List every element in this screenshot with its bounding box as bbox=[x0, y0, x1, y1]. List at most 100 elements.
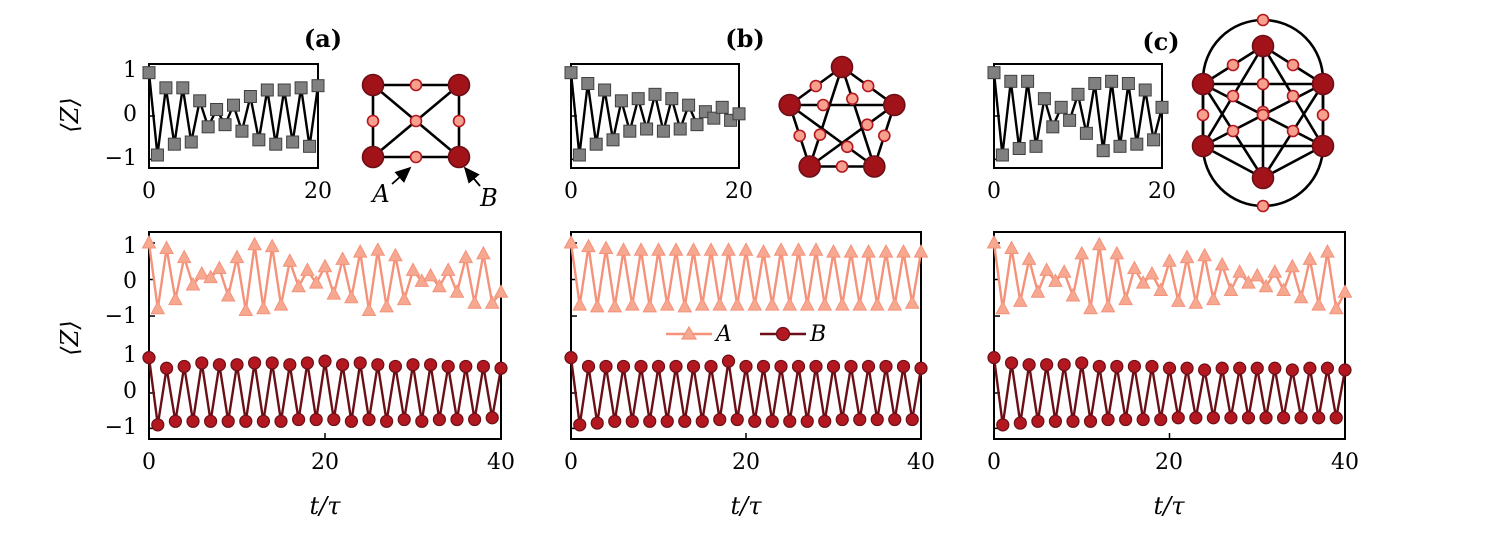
graph-oval bbox=[1191, 13, 1335, 213]
series-a-point-c-27 bbox=[1223, 282, 1239, 296]
inset-point-b-3 bbox=[589, 137, 603, 151]
series-a-point-b-2 bbox=[581, 238, 596, 253]
series-a-point-b-38 bbox=[896, 244, 911, 258]
series-a-point-b-3 bbox=[589, 298, 605, 313]
graph-a-big-node-0 bbox=[361, 73, 385, 97]
series-a-point-c-32 bbox=[1267, 264, 1283, 278]
series-b-point-a-36 bbox=[459, 359, 473, 374]
series-a-point-c-6 bbox=[1039, 262, 1054, 276]
series-a-point-a-35 bbox=[449, 284, 465, 298]
series-b-point-c-30 bbox=[1250, 361, 1264, 375]
legend-label-b: B bbox=[809, 322, 826, 347]
series-a-point-c-9 bbox=[1065, 287, 1081, 302]
series-b-point-b-33 bbox=[853, 412, 867, 427]
inset-point-b-8 bbox=[631, 92, 645, 106]
inset-point-a-8 bbox=[210, 103, 224, 116]
series-b-point-c-31 bbox=[1259, 411, 1273, 425]
series-a-point-b-36 bbox=[878, 244, 894, 258]
series-a-point-a-37 bbox=[467, 295, 482, 309]
series-b-point-a-16 bbox=[283, 358, 297, 372]
series-b-point-a-12 bbox=[248, 356, 262, 370]
inset-point-c-12 bbox=[1088, 77, 1102, 90]
main-xtick-0-b: 0 bbox=[564, 450, 578, 475]
series-b-point-c-9 bbox=[1066, 414, 1080, 428]
series-a-point-c-20 bbox=[1162, 253, 1177, 267]
main-top-ytick-1: 1 bbox=[123, 234, 137, 259]
series-a-point-b-39 bbox=[904, 295, 920, 309]
graph-b-star-edge-1 bbox=[808, 103, 896, 168]
series-a-point-b-37 bbox=[887, 297, 903, 311]
graph-c-edge-13 bbox=[1202, 144, 1264, 180]
series-b-point-a-38 bbox=[476, 359, 490, 374]
series-a-point-a-15 bbox=[273, 297, 289, 311]
inset-point-a-11 bbox=[235, 124, 249, 138]
graph-b-star-mid-0 bbox=[846, 92, 859, 106]
inset-point-b-5 bbox=[606, 133, 620, 147]
series-b-point-c-36 bbox=[1303, 361, 1317, 375]
graph-a-small-node-1 bbox=[409, 150, 423, 164]
series-b-point-c-7 bbox=[1048, 414, 1063, 428]
graph-c-oval-node-1 bbox=[1256, 199, 1270, 213]
series-a-point-c-12 bbox=[1091, 236, 1107, 251]
series-a-point-c-38 bbox=[1320, 244, 1335, 258]
graph-c-small-node-0 bbox=[1226, 58, 1240, 72]
inset-point-a-6 bbox=[193, 94, 207, 108]
inset-point-b-14 bbox=[682, 98, 696, 112]
series-a-point-c-25 bbox=[1206, 291, 1221, 306]
graph-layer bbox=[361, 13, 1335, 213]
inset-xtick-20-a: 20 bbox=[304, 179, 332, 204]
series-a-point-c-36 bbox=[1302, 251, 1318, 265]
panel-label-b: (b) bbox=[725, 24, 765, 53]
series-a-point-a-27 bbox=[379, 298, 394, 313]
series-a-point-a-18 bbox=[300, 262, 315, 276]
series-a-point-a-12 bbox=[247, 236, 262, 251]
inset-point-b-20 bbox=[732, 107, 746, 121]
series-b-point-b-40 bbox=[914, 361, 928, 375]
series-a-point-b-33 bbox=[852, 297, 868, 311]
main-y-axis-label: ⟨Z⟩ bbox=[56, 320, 84, 355]
series-a-point-a-8 bbox=[212, 260, 227, 275]
series-b-point-a-37 bbox=[468, 412, 482, 427]
series-b-point-b-29 bbox=[818, 414, 832, 428]
series-a-point-b-26 bbox=[791, 242, 806, 256]
inset-point-a-9 bbox=[218, 118, 232, 132]
series-a-point-b-9 bbox=[642, 298, 658, 313]
series-b-point-c-11 bbox=[1083, 414, 1098, 428]
main-bottom-ytick-neg1: −1 bbox=[105, 415, 137, 440]
inset-point-b-1 bbox=[572, 148, 586, 162]
inset-point-c-19 bbox=[1147, 133, 1161, 147]
series-b-point-b-22 bbox=[756, 359, 771, 374]
series-b-point-a-6 bbox=[195, 356, 209, 370]
node-annotations: A B bbox=[370, 166, 498, 212]
series-b-point-c-6 bbox=[1040, 358, 1054, 372]
series-a-point-a-6 bbox=[194, 265, 210, 280]
series-b-point-a-9 bbox=[221, 414, 235, 428]
inset-point-a-1 bbox=[150, 148, 164, 162]
series-a-point-c-17 bbox=[1135, 275, 1151, 289]
series-b-point-a-33 bbox=[432, 412, 446, 427]
series-b-point-c-8 bbox=[1057, 358, 1071, 372]
graph-a-small-node-0 bbox=[409, 78, 423, 92]
inset-point-c-0 bbox=[987, 66, 1001, 80]
series-b-point-a-0 bbox=[142, 351, 156, 365]
series-a-point-b-24 bbox=[773, 242, 789, 256]
inset-ytick-0: 0 bbox=[123, 102, 137, 127]
series-a-point-b-0 bbox=[563, 234, 579, 249]
inset-xtick-0-c: 0 bbox=[987, 179, 1001, 204]
series-a-point-a-22 bbox=[335, 251, 350, 265]
series-b-point-a-13 bbox=[256, 414, 270, 428]
series-b-point-c-17 bbox=[1136, 412, 1150, 427]
series-a-point-b-34 bbox=[861, 244, 876, 258]
graph-b-big-node-4 bbox=[778, 93, 801, 117]
series-b-point-b-19 bbox=[730, 412, 744, 427]
series-a-point-b-31 bbox=[834, 297, 850, 311]
graph-b-outer-mid-3 bbox=[793, 129, 806, 143]
series-a-point-c-22 bbox=[1179, 249, 1195, 264]
series-a-point-b-22 bbox=[756, 244, 771, 258]
inset-point-a-15 bbox=[269, 137, 283, 151]
series-a-point-b-13 bbox=[677, 298, 693, 313]
series-a-point-c-28 bbox=[1232, 264, 1248, 278]
series-b-point-c-28 bbox=[1233, 361, 1247, 375]
inset-point-a-13 bbox=[252, 133, 266, 147]
inset-point-a-2 bbox=[159, 81, 173, 95]
